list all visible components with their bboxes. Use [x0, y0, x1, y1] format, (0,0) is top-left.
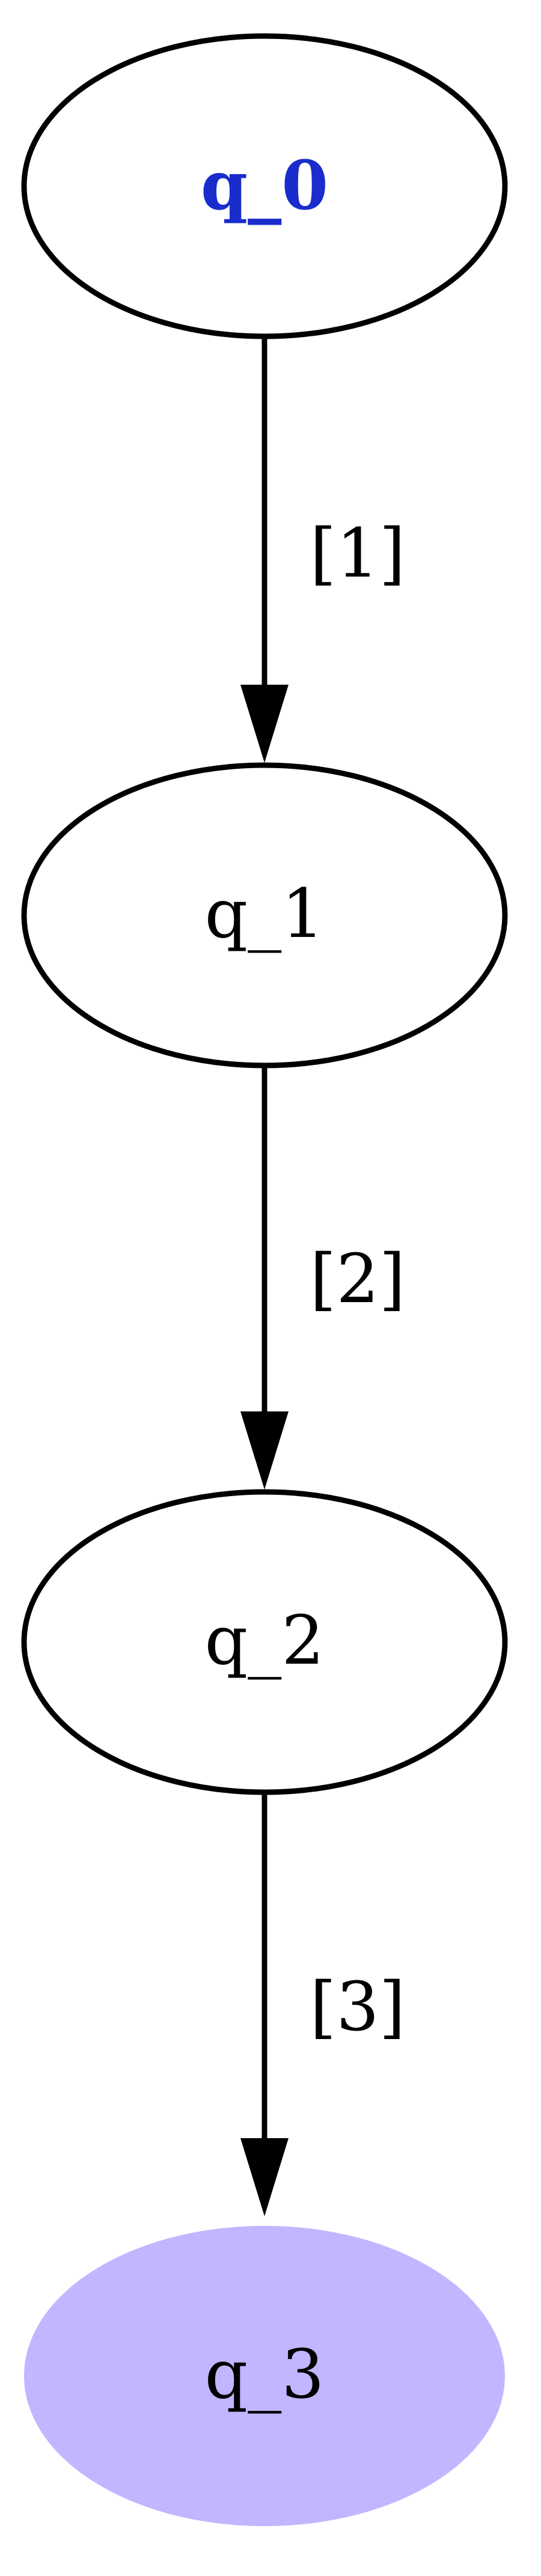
edge-q0-q1: [1]	[240, 336, 405, 763]
arrowhead-q1-q2	[240, 1411, 289, 1490]
edge-label-q2-q3: [3]	[310, 1968, 406, 2046]
node-q1: q_1	[21, 762, 508, 1068]
edge-label-q0-q1: [1]	[310, 515, 406, 593]
node-q2-label: q_2	[205, 1602, 325, 1680]
edge-q2-q3: [3]	[240, 1792, 405, 2216]
arrowhead-q2-q3	[240, 2138, 289, 2216]
arrowhead-q0-q1	[240, 685, 289, 763]
node-q1-shape	[21, 762, 508, 1068]
node-q0-label: q_0	[201, 147, 328, 225]
edge-q1-q2: [2]	[240, 1065, 405, 1490]
node-q3: q_3	[24, 2226, 505, 2526]
node-q2-shape	[21, 1489, 508, 1795]
node-q2: q_2	[21, 1489, 508, 1795]
node-q0: q_0	[21, 33, 508, 339]
edge-label-q1-q2: [2]	[310, 1240, 406, 1318]
node-q0-shape	[21, 33, 508, 339]
node-q3-label: q_3	[205, 2336, 325, 2414]
node-q3-shape	[24, 2226, 505, 2526]
node-q1-label: q_1	[205, 875, 325, 953]
